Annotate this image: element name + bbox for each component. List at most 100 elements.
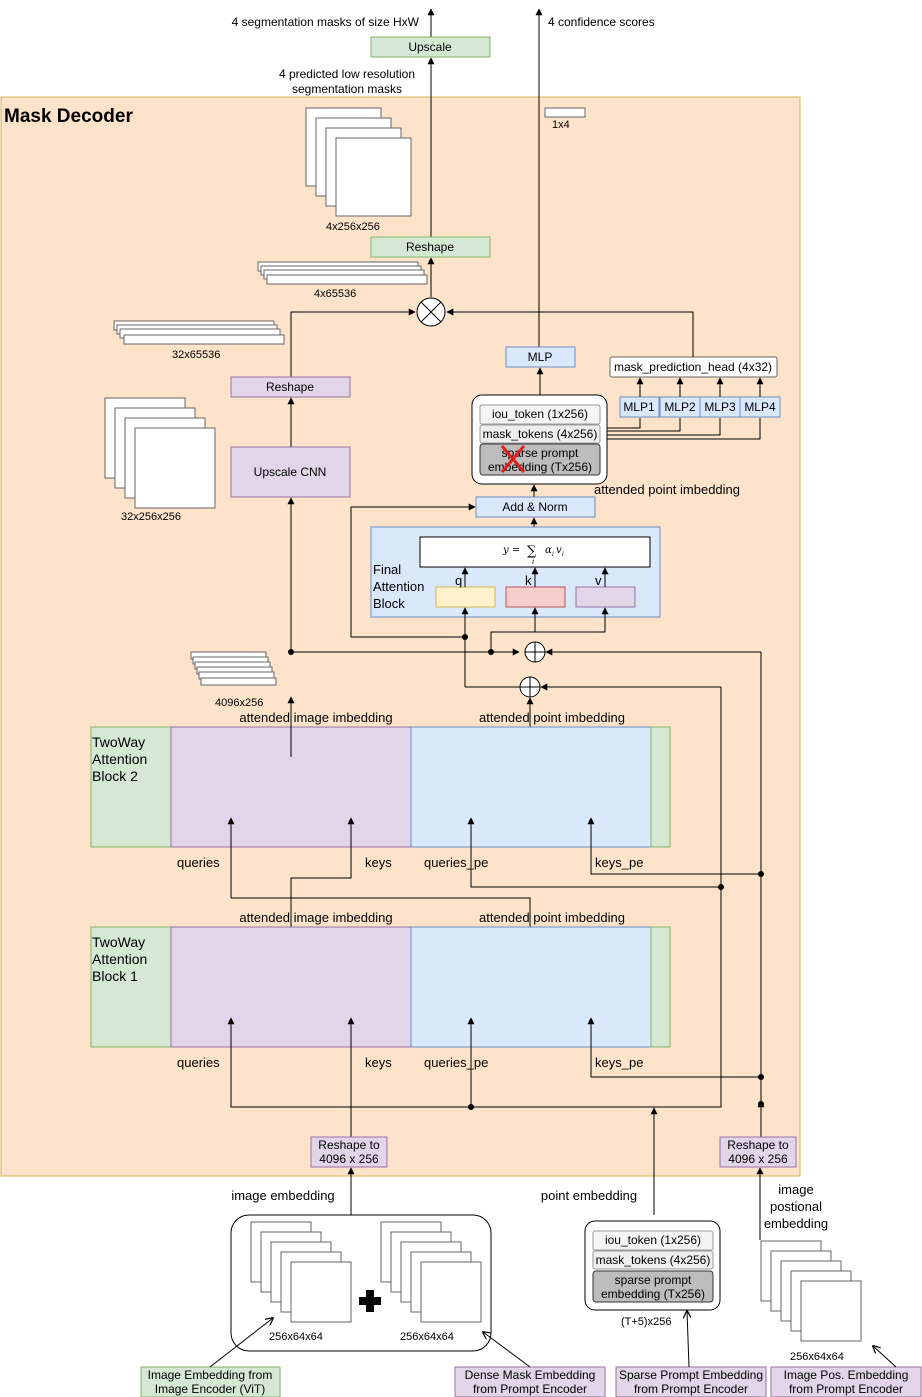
image-embedding-stack (250, 1221, 352, 1323)
decoder-iou-token: iou_token (1x256) (492, 407, 588, 421)
shape-256-right-label: 256x64x64 (400, 1331, 454, 1343)
final-attention-label-3: Block (373, 596, 405, 611)
add-norm-label: Add & Norm (502, 500, 567, 514)
plus-icon (359, 1290, 381, 1312)
src-image-label-1: Image Embedding from (148, 1368, 273, 1382)
add-node-top (524, 641, 546, 663)
block2-keys-pe: keys_pe (595, 855, 643, 870)
masks-stack (305, 107, 412, 217)
q-box (435, 586, 496, 608)
block1-queries-pe: queries_pe (424, 1055, 488, 1070)
block2-right (650, 726, 671, 848)
add-node-bottom (519, 676, 541, 698)
block1-label-3: Block 1 (92, 968, 138, 984)
mlp-box (505, 346, 576, 368)
shape-256-left-label: 256x64x64 (269, 1331, 323, 1343)
mlp-heads: MLP1 MLP2 MLP3 MLP4 (619, 396, 781, 418)
shape-32x65536-label: 32x65536 (172, 349, 220, 361)
block2-queries-pe: queries_pe (424, 855, 488, 870)
block2-attended-point: attended point imbedding (479, 710, 625, 725)
mlp1-label: MLP1 (623, 400, 655, 414)
input-sparse-1: sparse prompt (615, 1273, 692, 1287)
upscale-features-stack (104, 397, 216, 509)
point-embedding-label: point embedding (541, 1188, 637, 1203)
k-box (505, 586, 566, 608)
shape-4x65536-label: 4x65536 (314, 288, 356, 300)
src-pos-label-1: Image Pos. Embedding (784, 1368, 909, 1382)
src-dense-label-2: from Prompt Encoder (473, 1382, 587, 1396)
decoder-mask-tokens: mask_tokens (4x256) (483, 427, 598, 441)
v-label: v (595, 573, 602, 588)
upscale-cnn-box (230, 446, 351, 498)
shape-1x4-label: 1x4 (552, 119, 570, 131)
reshape-right-label-1: Reshape to (727, 1138, 789, 1152)
upscale-cnn-label: Upscale CNN (254, 465, 327, 479)
svg-text:y =: y = (502, 545, 520, 556)
add-norm-box (475, 496, 596, 518)
reshape-top-label: Reshape (406, 240, 454, 254)
reshape-right-label-2: 4096 x 256 (728, 1152, 788, 1166)
mlp4-label: MLP4 (744, 400, 776, 414)
block2-label-2: Attention (92, 751, 147, 767)
shape-4x65536-bars (257, 261, 428, 285)
src-image-label-2: Image Encoder (ViT) (155, 1382, 266, 1396)
block1-queries: queries (177, 1055, 220, 1070)
block1-image-side (170, 926, 412, 1048)
src-sparse-label-2: from Prompt Encoder (634, 1382, 748, 1396)
mlp3-label: MLP3 (704, 400, 736, 414)
shape-32x256x256-label: 32x256x256 (121, 511, 181, 523)
shape-4096x256-bars (190, 651, 277, 686)
input-sparse-2: embedding (Tx256) (601, 1287, 705, 1301)
reshape-top-box (370, 236, 491, 258)
block2-left (90, 726, 172, 848)
shape-4x256x256-label: 4x256x256 (326, 221, 380, 233)
svg-text:v: v (556, 545, 562, 556)
shape-32x65536-bars (113, 320, 285, 345)
block1-right (650, 926, 671, 1048)
src-sparse-label-1: Sparse Prompt Embedding (619, 1368, 763, 1382)
mlp2-label: MLP2 (664, 400, 696, 414)
svg-text:∑: ∑ (527, 544, 537, 559)
block2-label-3: Block 2 (92, 768, 138, 784)
src-image-box (140, 1366, 281, 1397)
attended-point-top-label: attended point imbedding (594, 482, 740, 497)
masks-output-label: 4 segmentation masks of size HxW (232, 15, 420, 29)
mlp-label: MLP (528, 350, 553, 364)
svg-text:i: i (552, 551, 554, 558)
src-pos-box (770, 1366, 922, 1397)
block1-label-1: TwoWay (92, 934, 145, 950)
reshape-right-box (719, 1136, 797, 1168)
attention-formula: y = ∑ i α i v i (502, 544, 564, 566)
svg-text:i: i (562, 551, 564, 558)
mask-decoder-title: Mask Decoder (4, 106, 133, 127)
block1-keys-pe: keys_pe (595, 1055, 643, 1070)
block1-attended-image: attended image imbedding (239, 910, 392, 925)
svg-text:i: i (532, 558, 534, 566)
image-pos-label-3: embedding (764, 1216, 828, 1231)
reshape-left-label-2: 4096 x 256 (319, 1152, 379, 1166)
final-attention-label-2: Attention (373, 579, 424, 594)
block2-label-1: TwoWay (92, 734, 145, 750)
pos-embedding-stack (760, 1240, 862, 1342)
block1-point-side (410, 926, 652, 1048)
block2-queries: queries (177, 855, 220, 870)
block1-keys: keys (365, 1055, 392, 1070)
upscale-box (370, 36, 491, 58)
shape-t5-label: (T+5)x256 (621, 1316, 671, 1328)
shape-1x4-box (544, 107, 586, 118)
upscale-box-label: Upscale (408, 40, 452, 54)
block1-attended-point: attended point imbedding (479, 910, 625, 925)
reshape-left-box (310, 1136, 388, 1168)
dense-mask-stack (380, 1221, 482, 1323)
k-label: k (525, 573, 532, 588)
formula-box (419, 536, 651, 568)
final-attention-label-1: Final (373, 562, 401, 577)
q-label: q (455, 573, 462, 588)
input-iou-token: iou_token (1x256) (605, 1233, 701, 1247)
reshape-left-label-1: Reshape to (318, 1138, 380, 1152)
removed-cross-icon (500, 445, 526, 473)
src-pos-label-2: from Prompt Encoder (789, 1382, 903, 1396)
scores-output-label: 4 confidence scores (548, 15, 655, 29)
reshape-mid-label: Reshape (266, 380, 314, 394)
block2-point-side (410, 726, 652, 848)
